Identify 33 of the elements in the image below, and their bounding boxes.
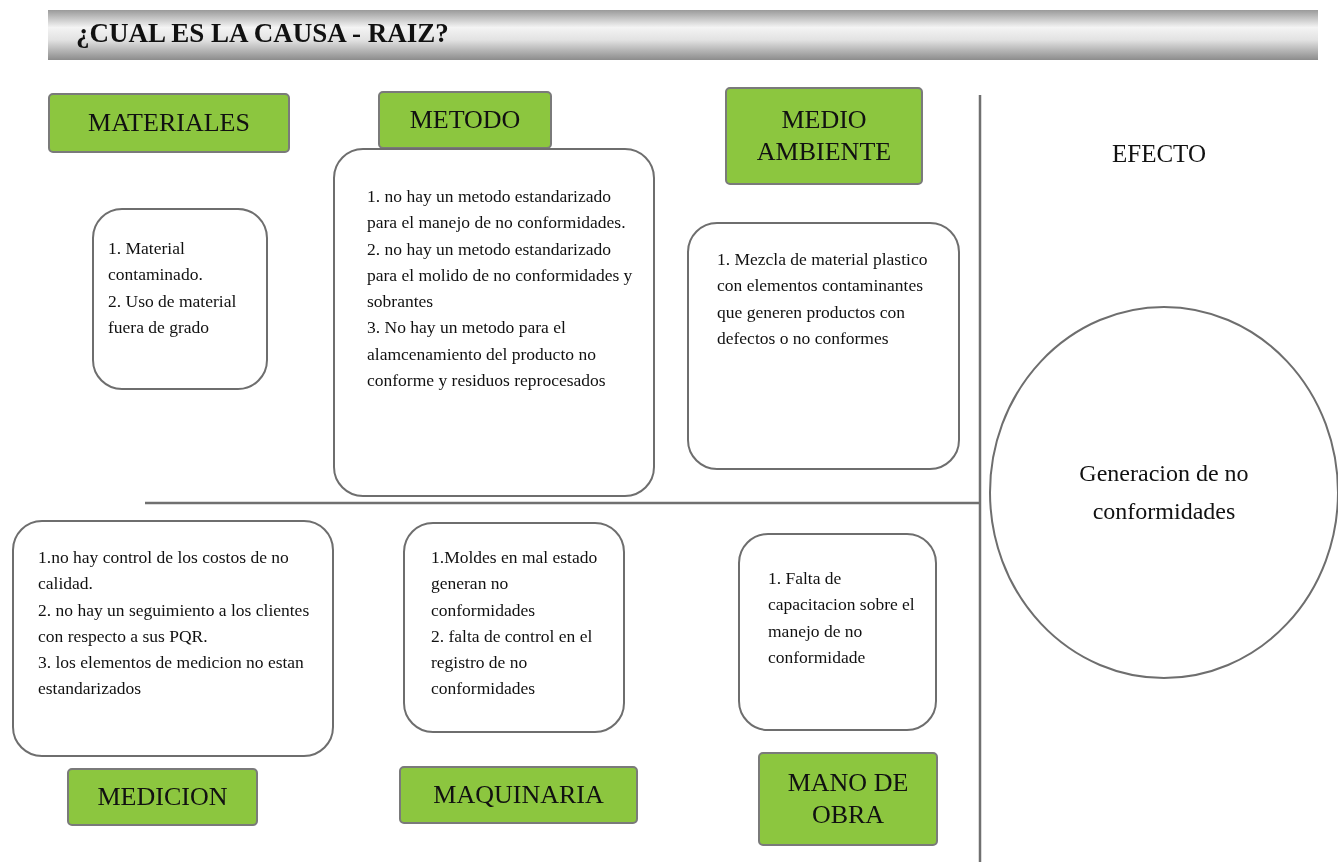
cause-text: 1.no hay control de los costos de no calidad. <box>38 546 290 596</box>
cause-box <box>738 533 937 731</box>
category-label: METODO <box>409 103 521 136</box>
cause-box <box>687 222 960 470</box>
cause-text: 1. Material contaminado. <box>108 237 204 287</box>
cause-box <box>92 208 268 390</box>
category-label: MEDICION <box>97 780 228 813</box>
cause-box <box>12 520 334 757</box>
category-box <box>67 768 258 826</box>
section-label: EFECTO <box>1112 140 1206 168</box>
title-bar: ¿CUAL ES LA CAUSA - RAIZ? <box>48 10 1318 60</box>
cause-text: 2. no hay un metodo estandarizado para el molido de no conformidades y sobrantes <box>367 237 634 313</box>
category-box <box>48 93 290 153</box>
cause-box <box>403 522 625 733</box>
cause-text: 3. No hay un metodo para el alamcenamiento del producto no conforme y residuos reprocesados <box>367 316 607 392</box>
cause-text: 1.Moldes en mal estado generan no conformidades <box>431 546 599 622</box>
category-box <box>378 91 552 149</box>
cause-text: 1. no hay un metodo estandarizado para el manejo de no conformidades. <box>367 185 627 235</box>
category-box <box>758 752 938 846</box>
category-label: MEDIO AMBIENTE <box>755 103 893 168</box>
category-label: MANO DE OBRA <box>786 766 910 831</box>
category-label: MATERIALES <box>88 106 250 139</box>
category-label: MAQUINARIA <box>433 778 604 811</box>
cause-text: 2. falta de control en el registro de no conformidades <box>431 624 594 701</box>
category-box <box>725 87 923 185</box>
category-box <box>399 766 638 824</box>
cause-text: 1. Falta de capacitacion sobre el manejo de no conformidade <box>768 567 916 669</box>
cause-text: 2. Uso de material fuera de grado <box>108 289 238 339</box>
cause-text: 2. no hay un seguimiento a los clientes con respecto a sus PQR. <box>38 598 311 648</box>
cause-box <box>333 148 655 497</box>
effect-text: Generacion de no conformidades <box>1078 459 1250 526</box>
cause-text: 1. Mezcla de material plastico con elementos contaminantes que generen productos con defectos o no conformes <box>717 248 929 350</box>
cause-text: 3. los elementos de medicion no estan estandarizados <box>38 651 305 701</box>
